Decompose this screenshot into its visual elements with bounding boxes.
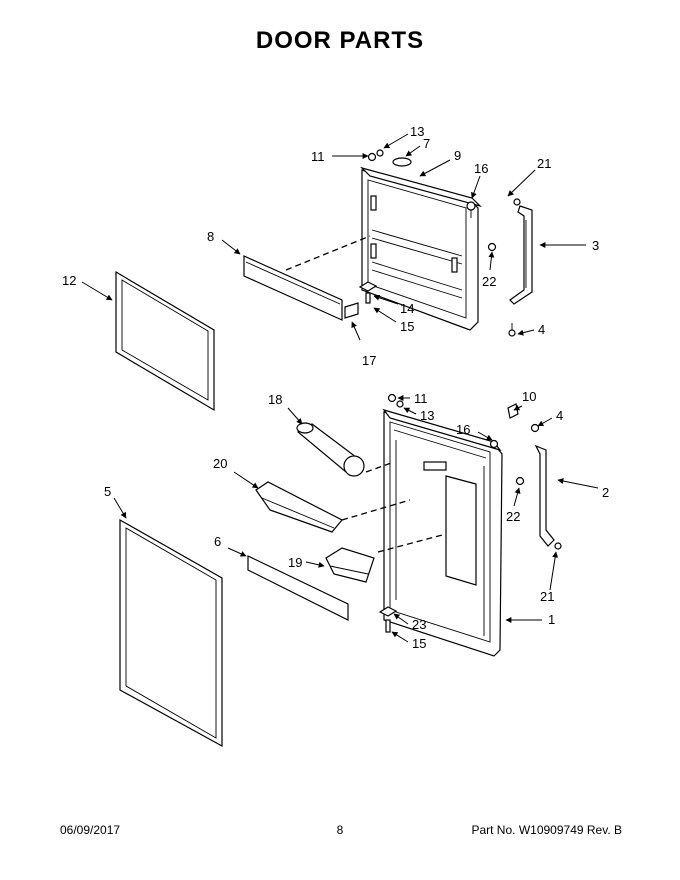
dairy-guide-line [365,461,395,473]
callout-21-lower: 21 [540,589,554,604]
callout-5: 5 [104,484,111,499]
callout-23: 23 [412,617,426,632]
callout-13-lower: 13 [420,408,434,423]
callout-4-lower: 4 [556,408,563,423]
fresh-food-door-liner [383,411,503,657]
callout-9: 9 [454,148,461,163]
callout-20: 20 [213,456,227,471]
bin-guide-line [341,499,411,521]
page-title: DOOR PARTS [255,27,425,54]
callout-16-upper: 16 [474,161,488,176]
callout-22-upper: 22 [482,274,496,289]
shelf-guide-line [285,235,371,271]
callout-19: 19 [288,555,302,570]
callout-14: 14 [400,301,414,316]
callout-16-lower: 16 [456,422,470,437]
callout-6: 6 [214,534,221,549]
lower-hinge [534,444,555,547]
small-bin-guide-line [377,533,447,553]
callout-21-upper: 21 [537,156,551,171]
freezer-door-top-cap [359,166,483,208]
freezer-hardware [344,149,521,337]
callout-18: 18 [268,392,282,407]
fresh-food-door-top-cap [382,408,502,452]
callout-11-upper: 11 [311,149,325,164]
callout-labels: 11 13 7 9 16 21 3 8 12 22 14 15 17 4 18 … [62,124,609,651]
footer-page-number: 8 [336,823,344,837]
callout-12: 12 [62,273,76,288]
callout-4-upper: 4 [538,322,545,337]
fresh-food-door-gasket [119,518,223,748]
callout-15-lower: 15 [412,636,426,651]
upper-hinge [509,205,533,305]
callout-1: 1 [548,612,555,627]
callout-13-upper: 13 [410,124,424,139]
callout-2: 2 [602,485,609,500]
callout-17: 17 [362,353,376,368]
callout-7: 7 [423,136,430,151]
callout-15-upper: 15 [400,319,414,334]
callout-3: 3 [592,238,599,253]
footer-part-number: Part No. W10909749 Rev. B [471,823,622,837]
leader-lines [81,133,599,643]
freezer-door-shelf [243,255,343,321]
callout-11-lower: 11 [414,391,428,406]
callout-10: 10 [522,389,536,404]
door-bin-small [325,547,375,583]
dairy-door-bin [296,422,365,477]
freezer-door-gasket [115,270,215,412]
callout-8: 8 [207,229,214,244]
freezer-door-liner [361,169,479,331]
footer-date: 06/09/2017 [60,823,121,837]
door-bin-large [255,481,343,533]
fresh-food-door-shelf [247,555,349,621]
callout-22-lower: 22 [506,509,520,524]
